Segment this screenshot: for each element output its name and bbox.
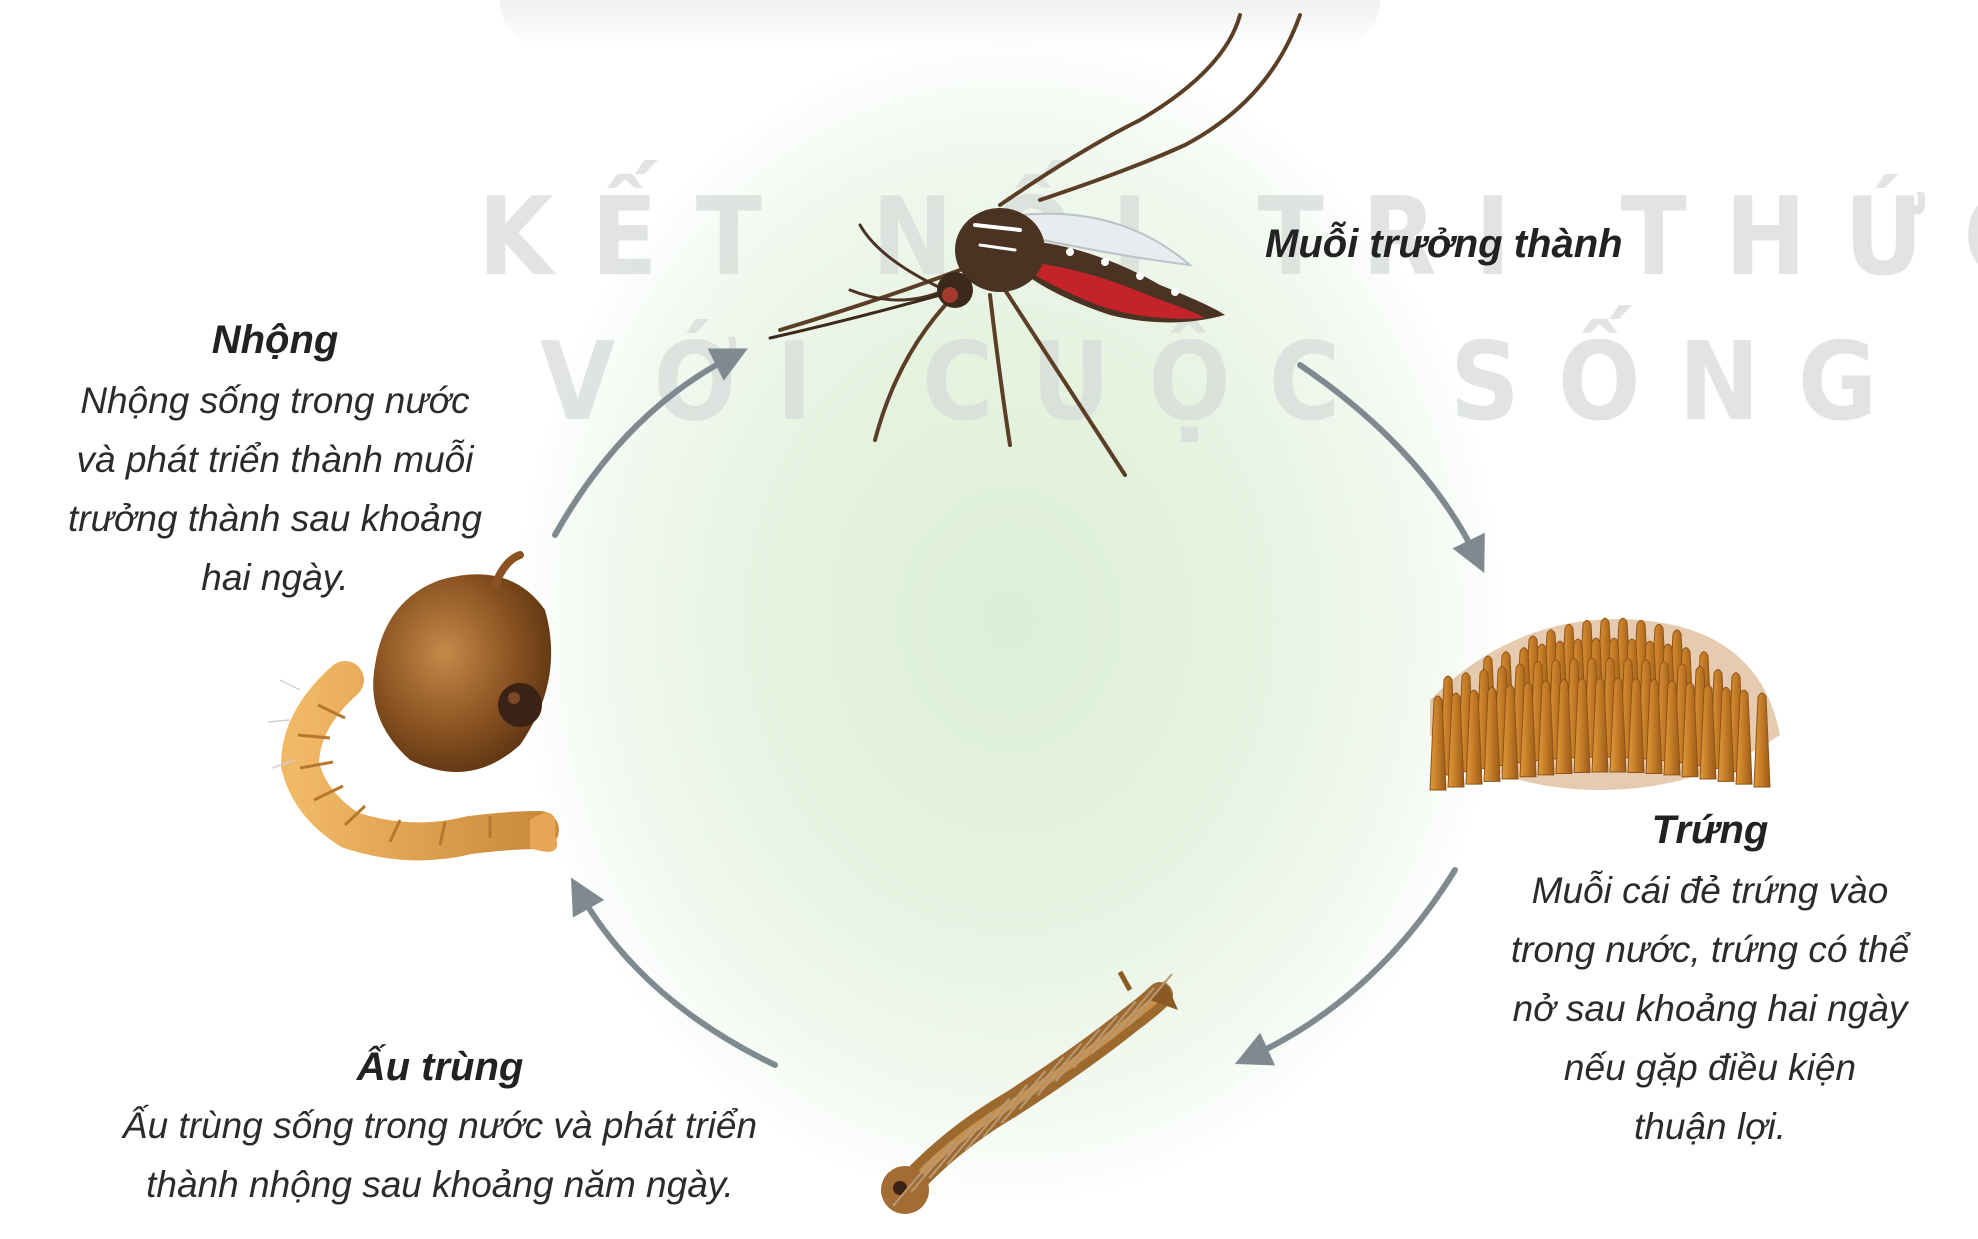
arrow-egg-to-larva (1248, 870, 1455, 1058)
larva-image (881, 972, 1178, 1214)
egg-desc-line: nếu gặp điều kiện (1450, 1038, 1970, 1097)
adult-mosquito-image (770, 15, 1300, 475)
larva-desc-line: thành nhộng sau khoảng năm ngày. (60, 1155, 820, 1214)
egg-desc-line: Muỗi cái đẻ trứng vào (1450, 861, 1970, 920)
adult-title: Muỗi trưởng thành (1265, 222, 1623, 267)
egg-desc-line: thuận lợi. (1450, 1097, 1970, 1156)
larva-desc-line: Ấu trùng sống trong nước và phát triển (60, 1096, 820, 1155)
egg-desc-line: nở sau khoảng hai ngày (1450, 979, 1970, 1038)
egg-title: Trứng (1450, 808, 1970, 853)
arrow-larva-to-pupa (578, 890, 775, 1065)
egg-description: Muỗi cái đẻ trứng vào trong nước, trứng … (1450, 861, 1970, 1156)
egg-desc-line: trong nước, trứng có thể (1450, 920, 1970, 979)
pupa-desc-line: Nhộng sống trong nước (15, 371, 535, 430)
pupa-title: Nhộng (15, 318, 535, 363)
larva-label: Ấu trùng Ấu trùng sống trong nước và phá… (60, 1045, 820, 1214)
arrow-pupa-to-adult (555, 355, 735, 535)
pupa-description: Nhộng sống trong nước và phát triển thàn… (15, 371, 535, 607)
arrow-adult-to-egg (1300, 365, 1478, 560)
cycle-arrows (555, 355, 1478, 1065)
pupa-desc-line: trưởng thành sau khoảng (15, 489, 535, 548)
pupa-desc-line: và phát triển thành muỗi (15, 430, 535, 489)
larva-description: Ấu trùng sống trong nước và phát triển t… (60, 1096, 820, 1214)
larva-title: Ấu trùng (60, 1045, 820, 1090)
pupa-desc-line: hai ngày. (15, 548, 535, 607)
pupa-label: Nhộng Nhộng sống trong nước và phát triể… (15, 318, 535, 607)
egg-label: Trứng Muỗi cái đẻ trứng vào trong nước, … (1450, 808, 1970, 1156)
egg-raft-image (1430, 618, 1780, 790)
